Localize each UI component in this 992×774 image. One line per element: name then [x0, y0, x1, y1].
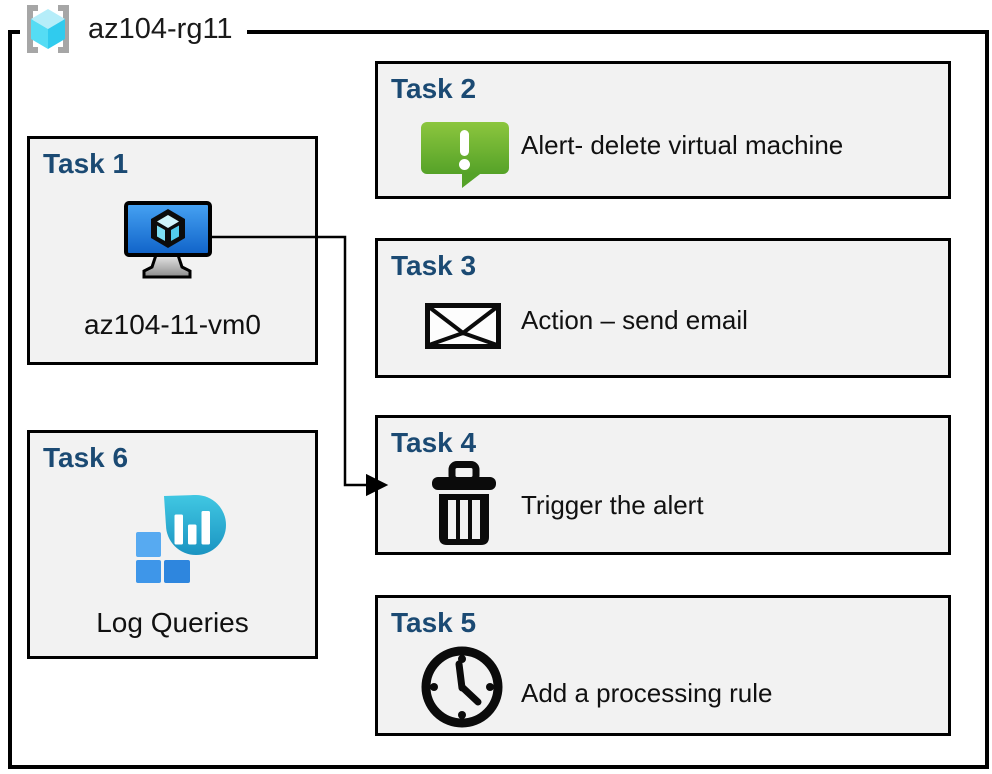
task-5-box: Task 5 Add a processing rule — [375, 595, 951, 736]
task-4-box: Task 4 Trigger the alert — [375, 415, 951, 555]
clock-icon — [421, 646, 503, 728]
task-3-label: Action – send email — [521, 305, 748, 335]
log-analytics-icon — [136, 495, 226, 583]
task-5-title: Task 5 — [391, 607, 477, 638]
task-6-box: Task 6 Log Queries — [27, 430, 318, 659]
virtual-machine-icon — [124, 201, 212, 279]
task-3-title: Task 3 — [391, 250, 477, 281]
resource-group-name: az104-rg11 — [88, 12, 233, 45]
task-4-label: Trigger the alert — [521, 490, 704, 520]
trash-icon — [432, 461, 496, 545]
task-1-label: az104-11-vm0 — [84, 309, 261, 340]
task-4-title: Task 4 — [391, 427, 477, 458]
email-envelope-icon — [425, 303, 501, 349]
resource-group-icon — [27, 5, 69, 53]
task-5-label: Add a processing rule — [521, 678, 773, 708]
task-2-label: Alert- delete virtual machine — [521, 130, 844, 160]
task-6-label: Log Queries — [96, 607, 249, 638]
task-6-title: Task 6 — [43, 442, 129, 473]
alert-message-icon — [421, 122, 509, 188]
task-2-box: Task 2 Alert- delete virtual machine — [375, 61, 951, 199]
task-1-box: Task 1 az104-11-vm0 — [27, 136, 318, 365]
task-3-box: Task 3 Action – send email — [375, 238, 951, 378]
resource-group-legend: az104-rg11 — [20, 2, 247, 56]
task-1-title: Task 1 — [43, 148, 129, 179]
task-2-title: Task 2 — [391, 73, 477, 104]
